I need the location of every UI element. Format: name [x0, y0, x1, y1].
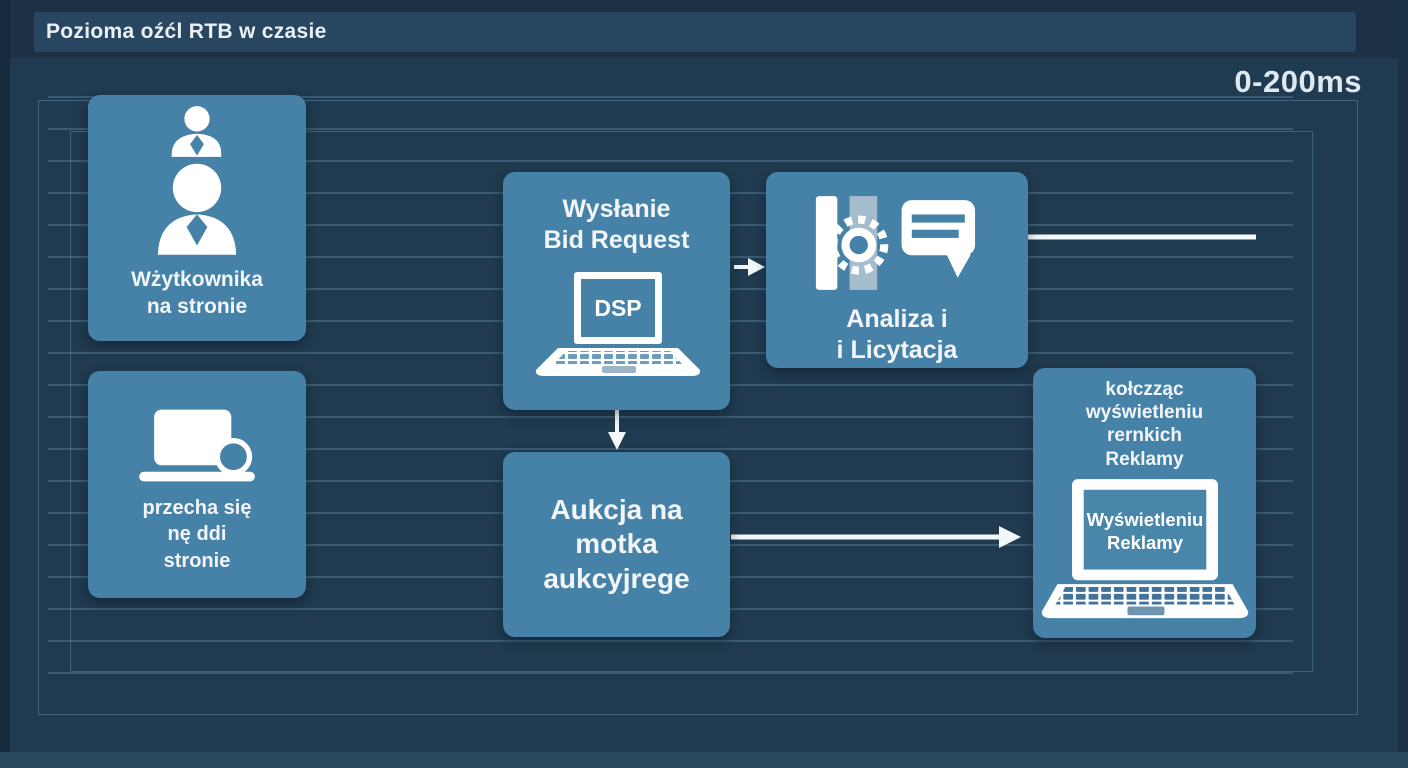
node-label-line: rernkich: [1107, 425, 1182, 447]
display-screen-line: Wyświetleniu: [1086, 508, 1203, 529]
display-laptop-icon: Wyświetleniu Reklamy: [1041, 478, 1248, 618]
dsp-laptop-icon: DSP: [535, 272, 700, 376]
dsp-screen-label: DSP: [594, 295, 641, 321]
left-edge-band: [0, 0, 10, 768]
node-label-line: wyświetleniu: [1085, 402, 1204, 424]
bars-gear-icon: [815, 196, 889, 290]
node-label-line: Analiza i: [846, 305, 948, 333]
node-label-line: Reklamy: [1105, 448, 1184, 470]
node-ad-display: kołczząc wyświetleniu rernkich Reklamy W…: [1033, 368, 1256, 638]
node-label-line: stronie: [163, 549, 231, 572]
node-browsing: przecha się nę ddi stronie: [88, 371, 306, 598]
outer-frame: [38, 100, 1358, 715]
node-label: Analiza i i Licytacja: [837, 304, 958, 366]
speech-bubble-icon: [901, 200, 976, 278]
node-label-line: przecha się: [142, 497, 252, 519]
node-label: Aukcja na motka aukcyjrege: [543, 493, 689, 595]
node-label-line: Wysłanie: [562, 195, 671, 223]
node-user-on-site: Wżytkownika na stronie: [88, 95, 306, 341]
node-label-line: motka: [575, 528, 658, 560]
node-label-line: nę ddi: [167, 523, 227, 546]
node-label-line: kołczząc: [1105, 379, 1184, 400]
node-label-line: aukcyjrege: [543, 562, 690, 594]
node-label-line: na stronie: [146, 294, 248, 318]
timing-label: 0-200ms: [1234, 64, 1362, 99]
node-label-line: Wżytkownika: [131, 268, 263, 291]
bottom-edge-band: [0, 752, 1408, 768]
node-label-line: i Licytacja: [836, 336, 958, 364]
display-screen-line: Reklamy: [1107, 532, 1184, 553]
node-auction: Aukcja na motka aukcyjrege: [503, 452, 730, 637]
laptop-magnifier-icon: [139, 409, 255, 482]
node-label-line: Bid Request: [543, 226, 690, 254]
node-label-line: Aukcja na: [550, 494, 683, 526]
node-label: kołczząc wyświetleniu rernkich Reklamy: [1086, 378, 1203, 471]
node-bid-request: Wysłanie Bid Request DSP: [503, 172, 730, 410]
node-label: przecha się nę ddi stronie: [143, 495, 252, 574]
diagram-title: Pozioma oźćl RTB w czasie: [46, 20, 327, 43]
node-label: Wżytkownika na stronie: [131, 267, 263, 321]
node-label: Wysłanie Bid Request: [544, 194, 690, 256]
inner-frame: [70, 131, 1313, 672]
analysis-icons: [815, 196, 976, 290]
title-bar: Pozioma oźćl RTB w czasie: [34, 12, 1356, 52]
node-analysis: Analiza i i Licytacja: [766, 172, 1028, 368]
two-person-silhouette-icon: [157, 106, 237, 255]
right-edge-band: [1398, 0, 1408, 768]
